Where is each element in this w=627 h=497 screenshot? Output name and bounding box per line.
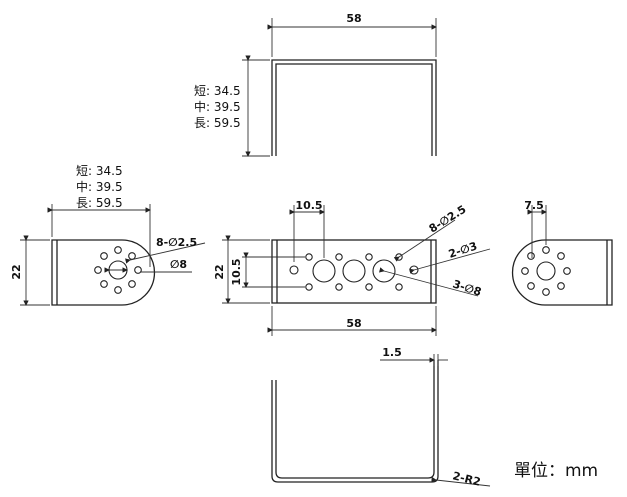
side-length-short: 短: 34.5 xyxy=(76,164,123,178)
side-holes-label: 8-∅2.5 xyxy=(156,236,197,249)
front-inner-label: 10.5 xyxy=(230,258,243,285)
top-width-label: 58 xyxy=(346,12,361,25)
top-length-long: 長: 59.5 xyxy=(194,116,241,130)
right-view: 7.5 xyxy=(511,199,613,306)
top-view: 58 短: 34.5 中: 39.5 長: 59.5 xyxy=(194,12,437,157)
front-big-holes-label: 3-∅8 xyxy=(451,277,483,298)
front-view: 10.5 22 10.5 58 8-∅2.5 2-∅3 3-∅8 xyxy=(213,199,491,336)
front-pitch-label: 10.5 xyxy=(295,199,322,212)
side-center-hole-label: ∅8 xyxy=(170,258,187,271)
side-length-long: 長: 59.5 xyxy=(76,196,123,210)
front-height-label: 22 xyxy=(213,264,226,279)
front-mid-holes-label: 2-∅3 xyxy=(447,239,479,260)
top-length-short: 短: 34.5 xyxy=(194,84,241,98)
unit-label: 單位：mm xyxy=(514,461,598,481)
front-small-holes-label: 8-∅2.5 xyxy=(427,203,469,236)
side-height-label: 22 xyxy=(10,264,23,279)
side-length-mid: 中: 39.5 xyxy=(76,179,123,194)
right-pitch-label: 7.5 xyxy=(524,199,544,212)
side-view: 短: 34.5 中: 39.5 長: 59.5 22 8-∅2.5 ∅8 xyxy=(10,164,206,306)
front-width-label: 58 xyxy=(346,317,361,330)
bend-radius-label: 2-R2 xyxy=(451,469,482,488)
bottom-view: 1.5 2-R2 xyxy=(271,346,491,489)
thickness-label: 1.5 xyxy=(382,346,402,359)
top-length-mid: 中: 39.5 xyxy=(194,99,241,114)
